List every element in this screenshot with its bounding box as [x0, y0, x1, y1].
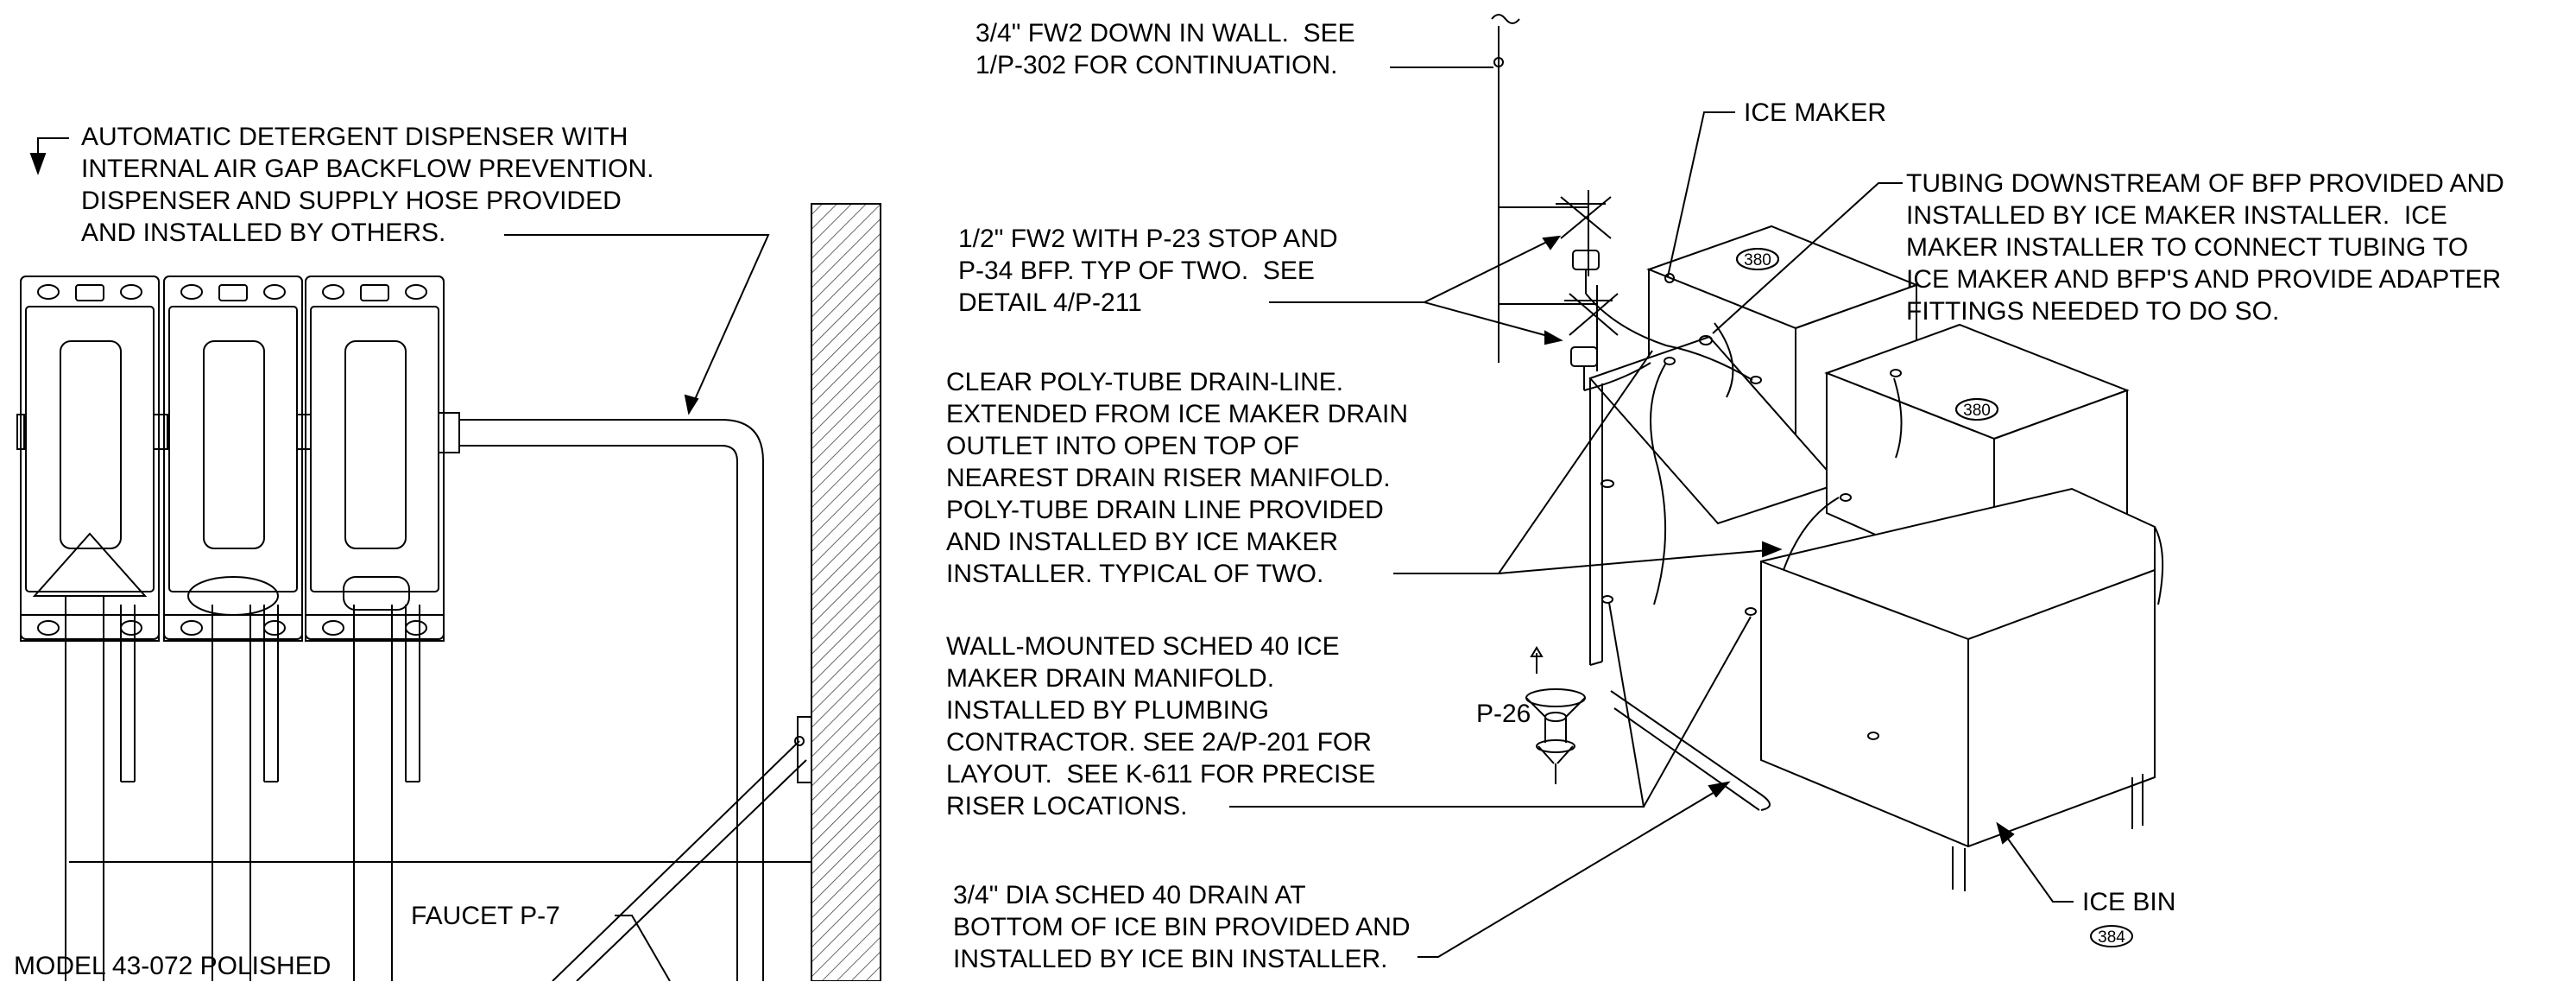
note-detergent-dispenser: AUTOMATIC DETERGENT DISPENSER WITH INTER…: [81, 123, 654, 247]
label-model: MODEL 43-072 POLISHED: [14, 952, 331, 980]
dispenser-unit-1: [21, 276, 159, 981]
leader-arrowhead: [1545, 332, 1561, 344]
equipment-tag-ice-bin: 384: [2091, 926, 2132, 947]
ice-maker-water-tubing: [1584, 294, 1901, 615]
leader-fw2-stop-2: [1424, 302, 1557, 339]
wall-section: [811, 204, 881, 981]
leader-arrowhead: [1544, 237, 1559, 249]
p26-funnel-drain: [1526, 648, 1585, 784]
equipment-tag-ice-maker-upper: 380: [1737, 249, 1778, 269]
label-ice-bin: ICE BIN: [2082, 888, 2176, 916]
dispenser-coupler: [439, 413, 459, 453]
leader-arrowhead: [1709, 782, 1728, 796]
equipment-tag-text: 384: [2098, 928, 2125, 947]
dispenser-coupler: [17, 415, 24, 449]
note-fw2-down-in-wall: 3/4" FW2 DOWN IN WALL. SEE 1/P-302 FOR C…: [975, 19, 1355, 79]
leader-drain-manifold-2: [1644, 617, 1751, 807]
dispenser-unit-2: [164, 276, 302, 981]
leader-arrowhead: [685, 396, 698, 413]
note-drain-manifold: WALL-MOUNTED SCHED 40 ICE MAKER DRAIN MA…: [946, 632, 1376, 820]
supply-hose: [459, 420, 763, 981]
dispenser-coupler: [154, 415, 167, 449]
poly-tube-drain-lines: [1651, 323, 1902, 605]
leader-arrowhead: [1763, 542, 1780, 556]
dispenser-coupler: [297, 415, 311, 449]
dispenser-unit-3: [306, 276, 444, 981]
leader-tubing-downstream: [1713, 183, 1903, 333]
leader-arrowhead: [1998, 824, 2013, 843]
note-fw2-stop-bfp: 1/2" FW2 WITH P-23 STOP AND P-34 BFP. TY…: [958, 225, 1338, 317]
leader-faucet: [615, 915, 670, 981]
ice-bin: [1761, 489, 2162, 891]
equipment-tag-text: 380: [1744, 251, 1771, 269]
label-faucet: FAUCET P-7: [411, 902, 560, 930]
leader-ice-maker: [1668, 112, 1735, 276]
label-ice-maker: ICE MAKER: [1744, 98, 1887, 127]
note-poly-tube-drain: CLEAR POLY-TUBE DRAIN-LINE. EXTENDED FRO…: [946, 368, 1409, 588]
faucet-arm: [552, 717, 811, 981]
supply-hose-inner: [459, 446, 737, 981]
leader-arrowhead: [31, 154, 45, 173]
leader-ice-bin: [2001, 829, 2074, 902]
equipment-tag-text: 380: [1963, 402, 1991, 420]
leader-poly-tube-2: [1499, 549, 1778, 573]
note-tubing-downstream: TUBING DOWNSTREAM OF BFP PROVIDED AND IN…: [1906, 169, 2504, 326]
leader-detergent: [504, 235, 768, 413]
label-p26: P-26: [1476, 700, 1531, 728]
equipment-tag-ice-maker-lower: 380: [1956, 399, 1998, 420]
fw2-supply-riser: [1492, 15, 1618, 390]
note-ice-bin-drain: 3/4" DIA SCHED 40 DRAIN AT BOTTOM OF ICE…: [953, 881, 1411, 973]
detergent-dispenser-group: [17, 276, 459, 981]
leader-ice-bin-drain: [1417, 786, 1725, 957]
